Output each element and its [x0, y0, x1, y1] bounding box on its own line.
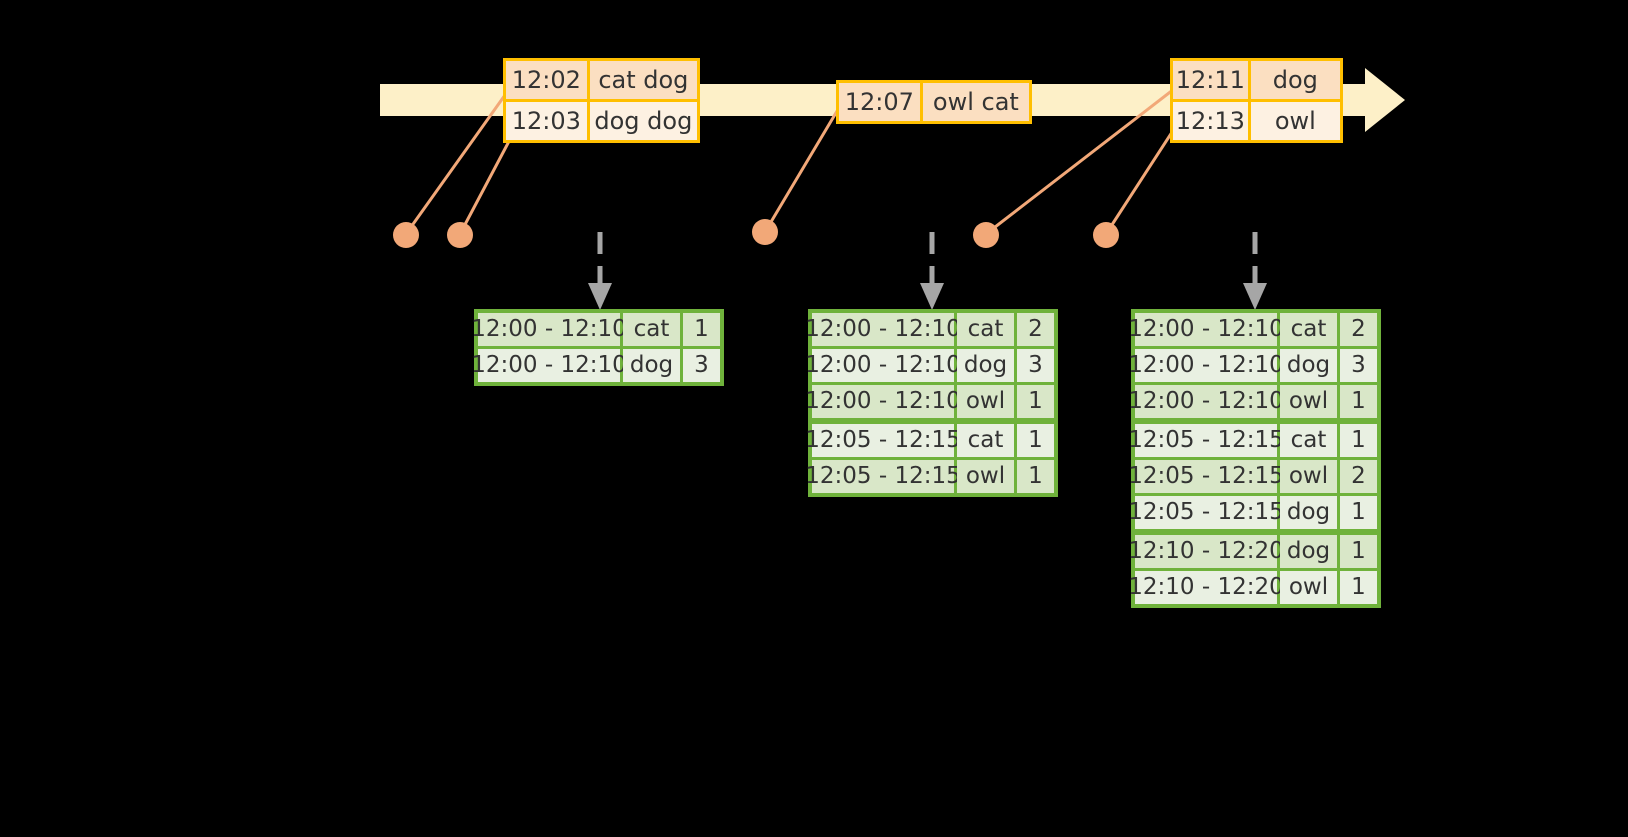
event-dot: [1093, 222, 1119, 248]
event-row: 12:03 dog dog: [506, 99, 697, 140]
count-cell: 3: [1340, 349, 1377, 382]
table-row: 12:00 - 12:10 cat 1: [471, 313, 720, 346]
count-cell: 1: [1017, 424, 1054, 457]
window-cell: 12:00 - 12:10: [471, 313, 627, 346]
count-cell: 1: [1017, 385, 1054, 418]
window-cell: 12:10 - 12:20: [1128, 571, 1284, 604]
event-row: 12:07 owl cat: [839, 83, 1029, 121]
window-cell: 12:00 - 12:10: [1128, 385, 1284, 418]
key-cell: cat: [957, 313, 1014, 346]
key-cell: cat: [1280, 424, 1337, 457]
table-row: 12:05 - 12:15 owl 1: [805, 460, 1054, 493]
event-value: dog dog: [586, 102, 697, 140]
event-dot: [752, 219, 778, 245]
event-dot: [973, 222, 999, 248]
key-cell: cat: [957, 424, 1014, 457]
table-row: 12:05 - 12:15 cat 1: [1128, 424, 1377, 457]
table-row: 12:00 - 12:10 owl 1: [805, 385, 1054, 418]
window-cell: 12:00 - 12:10: [805, 349, 961, 382]
key-cell: dog: [957, 349, 1014, 382]
table-row: 12:10 - 12:20 owl 1: [1128, 571, 1377, 604]
count-cell: 2: [1340, 313, 1377, 346]
window-cell: 12:05 - 12:15: [805, 424, 961, 457]
event-box-1: 12:02 cat dog 12:03 dog dog: [503, 58, 700, 143]
window-cell: 12:05 - 12:15: [1128, 496, 1284, 529]
count-cell: 1: [1017, 460, 1054, 493]
window-cell: 12:05 - 12:15: [1128, 460, 1284, 493]
count-cell: 3: [1017, 349, 1054, 382]
table-row: 12:05 - 12:15 dog 1: [1128, 496, 1377, 529]
count-cell: 3: [683, 349, 720, 382]
table-row: 12:00 - 12:10 dog 3: [471, 349, 720, 382]
key-cell: owl: [1280, 385, 1337, 418]
event-row: 12:11 dog: [1173, 61, 1340, 99]
table-row: 12:00 - 12:10 cat 2: [1128, 313, 1377, 346]
event-time: 12:13: [1173, 102, 1248, 140]
event-row: 12:13 owl: [1173, 99, 1340, 140]
key-cell: cat: [1280, 313, 1337, 346]
event-box-3: 12:11 dog 12:13 owl: [1170, 58, 1343, 143]
emit-arrow-2: [920, 232, 944, 310]
key-cell: dog: [623, 349, 680, 382]
key-cell: dog: [1280, 535, 1337, 568]
window-cell: 12:00 - 12:10: [1128, 349, 1284, 382]
window-cell: 12:00 - 12:10: [1128, 313, 1284, 346]
count-cell: 2: [1340, 460, 1377, 493]
key-cell: dog: [1280, 496, 1337, 529]
table-row: 12:05 - 12:15 owl 2: [1128, 460, 1377, 493]
table-row: 12:00 - 12:10 dog 3: [1128, 349, 1377, 382]
table-row: 12:10 - 12:20 dog 1: [1128, 535, 1377, 568]
event-value: dog: [1247, 61, 1340, 99]
table-row: 12:00 - 12:10 cat 2: [805, 313, 1054, 346]
event-time: 12:07: [839, 83, 920, 121]
event-dot: [447, 222, 473, 248]
table-row: 12:05 - 12:15 cat 1: [805, 424, 1054, 457]
window-cell: 12:05 - 12:15: [1128, 424, 1284, 457]
result-table-3: 12:00 - 12:10 cat 2 12:00 - 12:10 dog 3 …: [1128, 309, 1381, 608]
table-row: 12:00 - 12:10 dog 3: [805, 349, 1054, 382]
count-cell: 1: [1340, 535, 1377, 568]
emit-arrow-3: [1243, 232, 1267, 310]
window-cell: 12:10 - 12:20: [1128, 535, 1284, 568]
key-cell: owl: [1280, 460, 1337, 493]
window-cell: 12:00 - 12:10: [805, 313, 961, 346]
event-time: 12:03: [506, 102, 587, 140]
emit-arrow-1: [588, 232, 612, 310]
result-table-1: 12:00 - 12:10 cat 1 12:00 - 12:10 dog 3: [471, 309, 724, 386]
event-time: 12:02: [506, 61, 587, 99]
count-cell: 1: [1340, 385, 1377, 418]
key-cell: owl: [1280, 571, 1337, 604]
event-value: cat dog: [586, 61, 697, 99]
window-cell: 12:05 - 12:15: [805, 460, 961, 493]
count-cell: 1: [1340, 496, 1377, 529]
table-row: 12:00 - 12:10 owl 1: [1128, 385, 1377, 418]
event-dots: [393, 219, 1119, 248]
event-value: owl cat: [919, 83, 1029, 121]
key-cell: cat: [623, 313, 680, 346]
key-cell: dog: [1280, 349, 1337, 382]
event-time: 12:11: [1173, 61, 1248, 99]
event-dot: [393, 222, 419, 248]
event-row: 12:02 cat dog: [506, 61, 697, 99]
count-cell: 1: [683, 313, 720, 346]
window-cell: 12:00 - 12:10: [471, 349, 627, 382]
event-value: owl: [1247, 102, 1340, 140]
count-cell: 1: [1340, 571, 1377, 604]
event-box-2: 12:07 owl cat: [836, 80, 1032, 124]
key-cell: owl: [957, 460, 1014, 493]
count-cell: 1: [1340, 424, 1377, 457]
emit-arrows: [588, 232, 1267, 310]
count-cell: 2: [1017, 313, 1054, 346]
window-cell: 12:00 - 12:10: [805, 385, 961, 418]
result-table-2: 12:00 - 12:10 cat 2 12:00 - 12:10 dog 3 …: [805, 309, 1058, 497]
key-cell: owl: [957, 385, 1014, 418]
